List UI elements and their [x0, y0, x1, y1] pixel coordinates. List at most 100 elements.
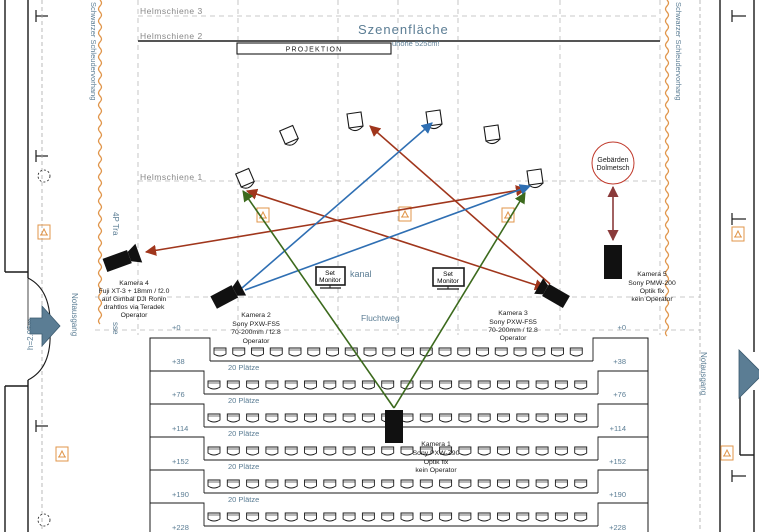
seat [438, 347, 452, 357]
seat [516, 512, 530, 522]
seat [516, 446, 530, 456]
seat [574, 479, 588, 489]
svg-text:Sony PXW-Z90: Sony PXW-Z90 [413, 450, 460, 457]
seat [381, 380, 395, 390]
seat [516, 413, 530, 423]
seat [381, 446, 395, 456]
svg-text:Operator: Operator [500, 335, 528, 342]
spotlight-symbol-icon [37, 224, 51, 240]
seat [361, 512, 375, 522]
spotlight-symbol-icon [731, 226, 745, 242]
camera-icon [604, 245, 622, 279]
seat [381, 512, 395, 522]
seat [265, 380, 279, 390]
svg-text:Operator: Operator [121, 312, 149, 319]
seat [554, 479, 568, 489]
seat [516, 479, 530, 489]
seat [458, 446, 472, 456]
seat [419, 479, 433, 489]
seat [288, 347, 302, 357]
sightline-red-2 [144, 185, 528, 256]
svg-text:drahtlos via Teradek: drahtlos via Teradek [104, 304, 165, 311]
seat [207, 512, 221, 522]
sightline-green-2 [393, 192, 526, 409]
seat [497, 512, 510, 522]
seat [477, 512, 491, 522]
curtain-right-label: Schwarzer Schleudervorhang [674, 2, 683, 100]
seat [284, 413, 298, 423]
seat [323, 512, 337, 522]
seat [535, 446, 549, 456]
camera-5-label: Kamera 5 Sony PMW-200 Optik fix kein Ope… [628, 271, 676, 303]
camera-icon [534, 278, 570, 309]
seat [269, 347, 283, 357]
seat [400, 512, 414, 522]
curtain-left [97, 0, 103, 325]
seat-count-label: 20 Plätze [228, 396, 259, 405]
camera-icon [385, 410, 403, 443]
row-offset-label: +0 [617, 323, 626, 332]
seat [477, 380, 491, 390]
rail-2-label: Helmschiene 2 [140, 31, 203, 41]
row-offset-label: +114 [172, 424, 188, 433]
seat [226, 380, 240, 390]
curtain-right [664, 0, 670, 337]
seat [304, 380, 317, 390]
seat [361, 380, 375, 390]
seat [554, 446, 568, 456]
left-wall [4, 0, 48, 532]
stage-title: Szenenfläche [358, 22, 449, 37]
sse-label: sse [111, 322, 120, 335]
seat [361, 479, 375, 489]
seat [400, 479, 414, 489]
stage-light-icon [526, 168, 544, 189]
interpreter-line2: Dolmetsch [596, 165, 629, 172]
seat [457, 347, 471, 357]
seat [251, 347, 264, 357]
seat [226, 413, 240, 423]
seat [361, 413, 375, 423]
camera-sightlines [144, 122, 619, 409]
seat [342, 413, 356, 423]
row-offset-label: +76 [172, 390, 185, 399]
seat [207, 413, 221, 423]
seat-count-label: 20 Plätze [228, 495, 259, 504]
seat [535, 479, 549, 489]
seat [323, 380, 337, 390]
seat [382, 347, 396, 357]
svg-text:Sony PXW-FS5: Sony PXW-FS5 [489, 319, 537, 326]
monitor-2-line2: Monitor [437, 278, 460, 285]
seat [516, 380, 530, 390]
seat [400, 446, 414, 456]
seat [419, 380, 433, 390]
camera-3-label: Kamera 3 Sony PXW-FS5 70-200mm / f2.8 Op… [488, 310, 538, 342]
seat [361, 446, 375, 456]
rail-1-label: Helmschiene 1 [140, 172, 203, 182]
seat [497, 413, 510, 423]
stage-lights [234, 109, 544, 191]
seat [494, 347, 508, 357]
seat [284, 512, 298, 522]
seat [246, 512, 260, 522]
seat [554, 380, 568, 390]
sightline-red-3 [369, 125, 551, 285]
seat [342, 512, 356, 522]
seat [323, 446, 337, 456]
seat [213, 347, 227, 357]
seat [439, 380, 453, 390]
row-offset-label: +190 [609, 490, 626, 499]
seat [477, 479, 491, 489]
row-offset-label: +0 [172, 323, 181, 332]
height-note-label: h=2.96m [26, 318, 35, 350]
svg-text:Kamera 5: Kamera 5 [637, 271, 667, 278]
rail-3-label: Helmschiene 3 [140, 6, 203, 16]
seat [477, 413, 491, 423]
row-offset-label: +114 [610, 424, 626, 433]
emergency-exit-left-label: Notausgang [70, 293, 79, 336]
seat [232, 347, 246, 357]
svg-text:kein Operator: kein Operator [415, 467, 457, 474]
seat [551, 347, 564, 357]
seat [535, 512, 549, 522]
seat [419, 413, 433, 423]
set-monitor-2: Set Monitor [432, 267, 465, 290]
